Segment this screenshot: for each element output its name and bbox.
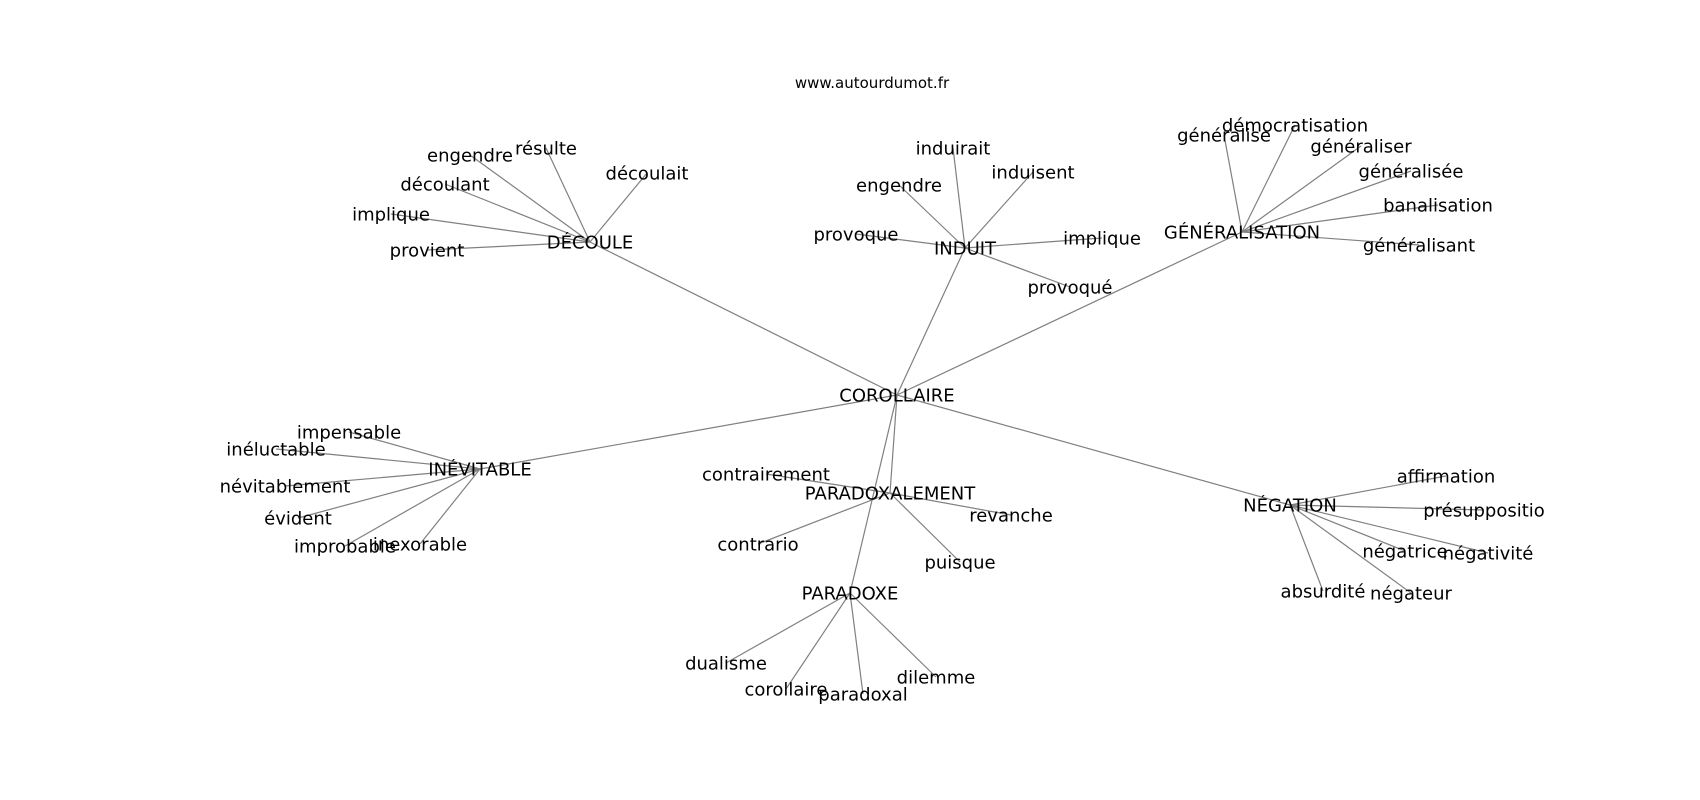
leaf-node[interactable]: revanche bbox=[969, 505, 1053, 526]
edge-hub-leaf bbox=[725, 592, 851, 664]
edge-hub-leaf bbox=[348, 431, 481, 470]
hub-node[interactable]: PARADOXE bbox=[802, 583, 899, 604]
edge-hub-leaf bbox=[589, 172, 648, 243]
edge-hub-leaf bbox=[1289, 504, 1406, 552]
labels-layer: www.autourdumot.fr COROLLAIRE DÉCOULE enge… bbox=[220, 74, 1545, 705]
edge-hub-leaf bbox=[344, 468, 481, 547]
leaf-node[interactable]: absurdité bbox=[1281, 581, 1366, 602]
leaf-node[interactable]: négatrice bbox=[1362, 541, 1447, 562]
leaf-node[interactable]: généralise bbox=[1177, 125, 1271, 146]
leaf-node[interactable]: provoque bbox=[813, 224, 898, 245]
edge-hub-leaf bbox=[898, 184, 966, 249]
hub-node[interactable]: DÉCOULE bbox=[547, 231, 634, 253]
hub-node[interactable]: GÉNÉRALISATION bbox=[1164, 221, 1320, 243]
leaf-node[interactable]: négativité bbox=[1443, 543, 1534, 564]
leaf-node[interactable]: découlait bbox=[606, 163, 689, 184]
edge-center-hub bbox=[849, 394, 898, 594]
edge-hub-leaf bbox=[1289, 504, 1485, 511]
edge-center-hub bbox=[479, 394, 898, 470]
leaf-node[interactable]: corollaire bbox=[744, 679, 827, 700]
leaf-node[interactable]: généraliser bbox=[1310, 136, 1412, 157]
leaf-node[interactable]: évident bbox=[264, 508, 332, 529]
edge-hub-leaf bbox=[849, 592, 864, 695]
edge-hub-leaf bbox=[284, 468, 481, 487]
leaf-node[interactable]: banalisation bbox=[1383, 195, 1493, 216]
edge-hub-leaf bbox=[964, 247, 1071, 288]
edge-center-hub bbox=[889, 394, 898, 494]
edge-hub-leaf bbox=[297, 468, 481, 519]
leaf-node[interactable]: affirmation bbox=[1397, 466, 1496, 487]
edge-hub-leaf bbox=[855, 233, 966, 249]
leaf-node[interactable]: puisque bbox=[924, 552, 995, 573]
edge-hub-leaf bbox=[426, 241, 591, 251]
edge-hub-leaf bbox=[1289, 504, 1324, 592]
leaf-node[interactable]: démocratisation bbox=[1222, 115, 1368, 136]
leaf-node[interactable]: implique bbox=[1063, 228, 1141, 249]
leaf-node[interactable]: contrario bbox=[717, 534, 798, 555]
edge-hub-leaf bbox=[444, 183, 591, 243]
edge-hub-leaf bbox=[1289, 475, 1447, 506]
edge-hub-leaf bbox=[1241, 124, 1296, 233]
leaf-node[interactable]: provoqué bbox=[1027, 277, 1112, 298]
leaf-node[interactable]: généralisant bbox=[1363, 235, 1475, 256]
edge-hub-leaf bbox=[469, 154, 591, 243]
leaf-node[interactable]: névitablement bbox=[220, 476, 351, 497]
edge-hub-leaf bbox=[785, 592, 851, 690]
hub-node[interactable]: INÉVITABLE bbox=[428, 458, 531, 480]
hub-node[interactable]: PARADOXALEMENT bbox=[805, 483, 976, 504]
leaf-node[interactable]: dilemme bbox=[897, 667, 976, 688]
leaf-node[interactable]: inexorable bbox=[373, 534, 467, 555]
edges-layer bbox=[275, 124, 1489, 695]
edge-center-hub bbox=[589, 241, 898, 396]
site-title: www.autourdumot.fr bbox=[795, 74, 950, 92]
leaf-node[interactable]: engendre bbox=[856, 175, 942, 196]
leaf-node[interactable]: provient bbox=[390, 240, 465, 261]
leaf-node[interactable]: implique bbox=[352, 204, 430, 225]
edge-hub-leaf bbox=[889, 492, 961, 563]
edge-hub-leaf bbox=[545, 147, 591, 243]
leaf-node[interactable]: improbable bbox=[294, 536, 396, 557]
leaf-node[interactable]: négateur bbox=[1370, 583, 1452, 604]
edge-hub-leaf bbox=[1241, 231, 1420, 246]
leaf-node[interactable]: dualisme bbox=[685, 653, 767, 674]
leaf-node[interactable]: contrairement bbox=[702, 464, 830, 485]
edge-hub-leaf bbox=[275, 448, 481, 470]
edge-hub-leaf bbox=[419, 468, 481, 545]
edge-hub-leaf bbox=[1241, 145, 1362, 233]
edge-center-hub bbox=[896, 394, 1291, 506]
hub-node[interactable]: NÉGATION bbox=[1243, 494, 1337, 516]
leaf-node[interactable]: induirait bbox=[916, 138, 991, 159]
edge-hub-leaf bbox=[889, 492, 1012, 516]
edge-hub-leaf bbox=[765, 473, 891, 494]
edge-hub-leaf bbox=[390, 213, 591, 243]
leaf-node[interactable]: découlant bbox=[400, 174, 489, 195]
edge-hub-leaf bbox=[1223, 134, 1243, 233]
edge-center-hub bbox=[896, 247, 966, 396]
edge-hub-leaf bbox=[1289, 504, 1489, 554]
leaf-node[interactable]: engendre bbox=[427, 145, 513, 166]
edge-hub-leaf bbox=[964, 237, 1103, 249]
edge-hub-leaf bbox=[952, 147, 966, 249]
edge-hub-leaf bbox=[1241, 204, 1439, 233]
center-node[interactable]: COROLLAIRE bbox=[839, 385, 954, 406]
leaf-node[interactable]: généralisée bbox=[1359, 161, 1464, 182]
edge-hub-leaf bbox=[757, 492, 891, 545]
edge-hub-leaf bbox=[964, 171, 1034, 249]
edge-hub-leaf bbox=[1289, 504, 1412, 594]
hub-node[interactable]: INDUIT bbox=[934, 238, 997, 259]
leaf-node[interactable]: résulte bbox=[515, 138, 577, 159]
leaf-node[interactable]: induisent bbox=[991, 162, 1074, 183]
leaf-node[interactable]: inéluctable bbox=[226, 439, 325, 460]
edge-center-hub bbox=[896, 231, 1243, 396]
leaf-node[interactable]: paradoxal bbox=[818, 684, 907, 705]
edge-hub-leaf bbox=[849, 592, 937, 678]
leaf-node[interactable]: présuppositio bbox=[1423, 500, 1545, 521]
edge-hub-leaf bbox=[1241, 170, 1412, 233]
leaf-node[interactable]: impensable bbox=[297, 422, 401, 443]
